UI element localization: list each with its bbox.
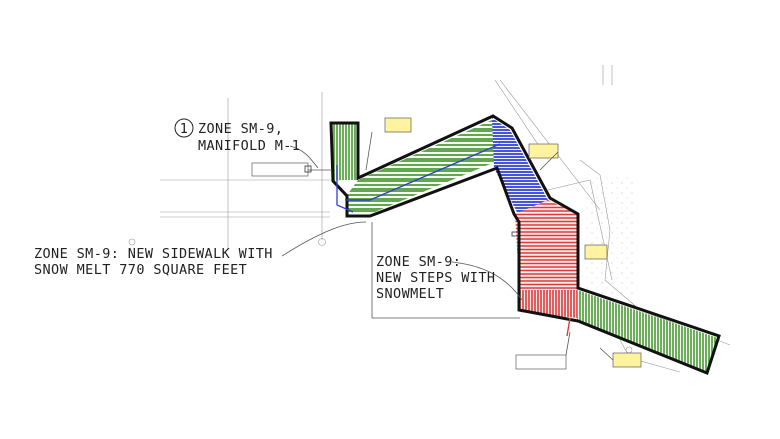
supply-pipe-run (345, 143, 501, 201)
green-zone-sidewalk-upper (347, 120, 500, 214)
steps-line1: ZONE SM-9: (376, 254, 461, 270)
snowmelt-zones (332, 118, 718, 372)
sidewalk-label: ZONE SM-9: NEW SIDEWALK WITH SNOW MELT 7… (34, 246, 273, 278)
steps-label: ZONE SM-9: NEW STEPS WITH SNOWMELT (376, 254, 495, 302)
walkway-outline (329, 114, 721, 375)
label-leaders (281, 145, 523, 301)
steps-line3: SNOWMELT (376, 286, 444, 302)
red-zone-landing (520, 290, 577, 318)
red-zone-steps (515, 200, 577, 300)
sidewalk-line2: SNOW MELT 770 SQUARE FEET (34, 262, 247, 278)
zone-number: 1 (180, 121, 189, 137)
steps-line2: NEW STEPS WITH (376, 270, 495, 286)
sidewalk-line1: ZONE SM-9: NEW SIDEWALK WITH (34, 246, 273, 262)
zone-manifold-line2: MANIFOLD M-1 (198, 138, 300, 154)
green-zone-manifold-section (332, 124, 358, 180)
zone-manifold-label: 1 ZONE SM-9, MANIFOLD M-1 (174, 118, 300, 154)
zone-manifold-line1: ZONE SM-9, (198, 121, 283, 137)
red-zone-lead (566, 317, 571, 337)
callout-tags (251, 117, 642, 370)
blue-zone-ramp (492, 118, 548, 214)
green-zone-sidewalk-lower (577, 290, 718, 372)
manifold-pipe (336, 165, 354, 213)
